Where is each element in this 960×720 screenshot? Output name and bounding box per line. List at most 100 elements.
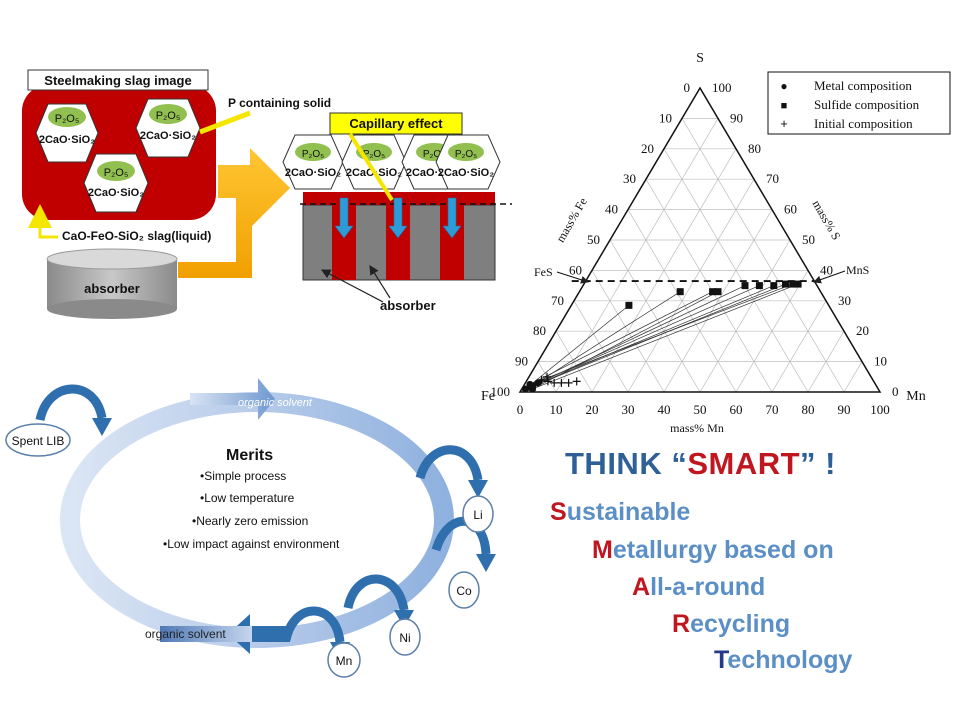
legend-label-initial: Initial composition	[814, 116, 913, 131]
merit-3: •Nearly zero emission	[192, 514, 308, 528]
p-solid-callout: P containing solid	[228, 96, 331, 110]
think-smart-panel: THINK “SMART” ! Sustainable Metallurgy b…	[550, 446, 955, 686]
tick-bottom-100: 100	[870, 402, 890, 417]
node-co-label: Co	[456, 584, 472, 598]
tie-lines	[525, 283, 799, 390]
merit-1: •Simple process	[200, 469, 286, 483]
acronym-initial-5: T	[714, 646, 728, 674]
hex1-p2o5: P₂O₅	[55, 113, 80, 125]
tick-bottom-0: 0	[517, 402, 524, 417]
hex7-p2o5: P₂O₅	[455, 149, 477, 160]
tick-left-60: 60	[569, 262, 582, 277]
hex4-p2o5: P₂O₅	[302, 149, 324, 160]
tick-bottom-70: 70	[766, 402, 779, 417]
grid-line-mn-10	[555, 118, 719, 393]
node-spent-lib-label: Spent LIB	[12, 434, 65, 448]
tick-right-100: 100	[712, 80, 732, 95]
grid-line-mn-30	[627, 179, 755, 393]
hex2-silicate: 2CaO·SiO₂	[140, 130, 196, 142]
tick-left-20: 20	[641, 141, 654, 156]
hex7-silicate: 2CaO·SiO₂	[438, 167, 494, 179]
process-arrow-shape	[178, 148, 290, 278]
tick-left-90: 90	[515, 354, 528, 369]
tick-bottom-90: 90	[838, 402, 851, 417]
node-ni-label: Ni	[399, 631, 410, 645]
node-mn-label: Mn	[336, 654, 353, 668]
node-mn: Mn	[327, 642, 361, 678]
sulfide-point-3	[709, 288, 717, 296]
legend-marker-metal: ●	[780, 79, 787, 93]
legend-marker-initial: +	[780, 116, 788, 131]
tick-bottom-30: 30	[622, 402, 635, 417]
annotation-fes-pointer	[556, 271, 589, 284]
slag-title-box	[27, 69, 209, 91]
merits-title: Merits	[226, 447, 273, 464]
sulfide-point-4	[714, 288, 722, 296]
tick-right-80: 80	[748, 141, 761, 156]
top-flow-arrow	[190, 378, 275, 420]
tick-bottom-60: 60	[730, 402, 743, 417]
absorber-pointer-2	[369, 264, 391, 299]
tick-left-80: 80	[533, 323, 546, 338]
acronym-rest-3: ll-a-round	[650, 573, 766, 601]
hexagon-1: P₂O₅ 2CaO·SiO₂	[35, 103, 99, 163]
grid-line-fe-10	[681, 118, 845, 393]
grid-line-mn-70	[771, 300, 827, 393]
sulfide-point-2	[676, 288, 684, 296]
initial-point-6	[572, 377, 581, 386]
sulfide-point-5	[741, 282, 749, 290]
legend-marker-sulfide: ■	[781, 100, 788, 112]
tie-line-10	[532, 283, 799, 390]
title-suffix: ” !	[800, 446, 836, 481]
metal-point-5	[529, 382, 537, 390]
legend-label-metal: Metal composition	[814, 78, 912, 93]
grid-line-fe-60	[591, 270, 665, 393]
grid-line-fe-70	[573, 300, 629, 393]
hex3-p2o5: P₂O₅	[104, 167, 129, 179]
flow-arrows	[334, 197, 462, 239]
slag-panel: Steelmaking slag image P₂O₅ 2CaO·SiO₂ P₂…	[22, 69, 512, 319]
sulfide-point-9	[789, 280, 797, 288]
vertex-s: S	[696, 51, 704, 66]
node-ni: Ni	[389, 618, 421, 656]
think-smart-title: THINK “SMART” !	[565, 446, 836, 482]
grid-line-fe-30	[645, 179, 773, 393]
p-solid-pointer	[199, 110, 251, 135]
tick-left-40: 40	[605, 202, 618, 217]
tick-right-90: 90	[730, 110, 743, 125]
tick-right-20: 20	[856, 323, 869, 338]
tie-line-3	[529, 291, 713, 385]
hex3-silicate: 2CaO·SiO₂	[88, 187, 144, 199]
initial-point-3	[550, 378, 559, 387]
tick-right-50: 50	[802, 232, 815, 247]
acronym-initial-1: S	[550, 498, 567, 526]
hexagon-7: P₂O₅ 2CaO·SiO₂	[435, 134, 501, 190]
ternary-points	[521, 280, 802, 393]
grid-line-mn-60	[735, 270, 809, 393]
grid-line-mn-50	[699, 239, 791, 393]
tick-left-100: 100	[491, 384, 511, 399]
chart-legend: ● Metal composition ■ Sulfide compositio…	[767, 71, 951, 135]
slag-liquid-pointer	[28, 204, 58, 239]
tick-bottom-40: 40	[658, 402, 671, 417]
sulfide-point-10	[794, 280, 802, 288]
annotation-mns-pointer	[813, 270, 846, 284]
acronym-line-3: All-a-round	[632, 573, 765, 602]
title-prefix: THINK “	[565, 446, 688, 481]
tick-left-70: 70	[551, 293, 564, 308]
hexagon-2: P₂O₅ 2CaO·SiO₂	[135, 98, 201, 158]
hexagon-4: P₂O₅ 2CaO·SiO₂	[282, 134, 344, 190]
acronym-line-2: Metallurgy based on	[592, 536, 834, 565]
acronym-line-4: Recycling	[672, 610, 790, 639]
node-spent-lib: Spent LIB	[5, 423, 71, 457]
vertex-mn: Mn	[906, 389, 925, 404]
grid-line-mn-80	[807, 331, 845, 393]
tie-line-5	[532, 285, 746, 387]
curved-arrow-heads	[92, 418, 496, 660]
hex5-p2o5: P₂O₅	[363, 149, 385, 160]
tie-line-9	[529, 283, 793, 385]
top-flow-label: organic solvent	[238, 397, 313, 409]
acronym-rest-1: ustainable	[566, 498, 691, 526]
tick-bottom-10: 10	[550, 402, 563, 417]
